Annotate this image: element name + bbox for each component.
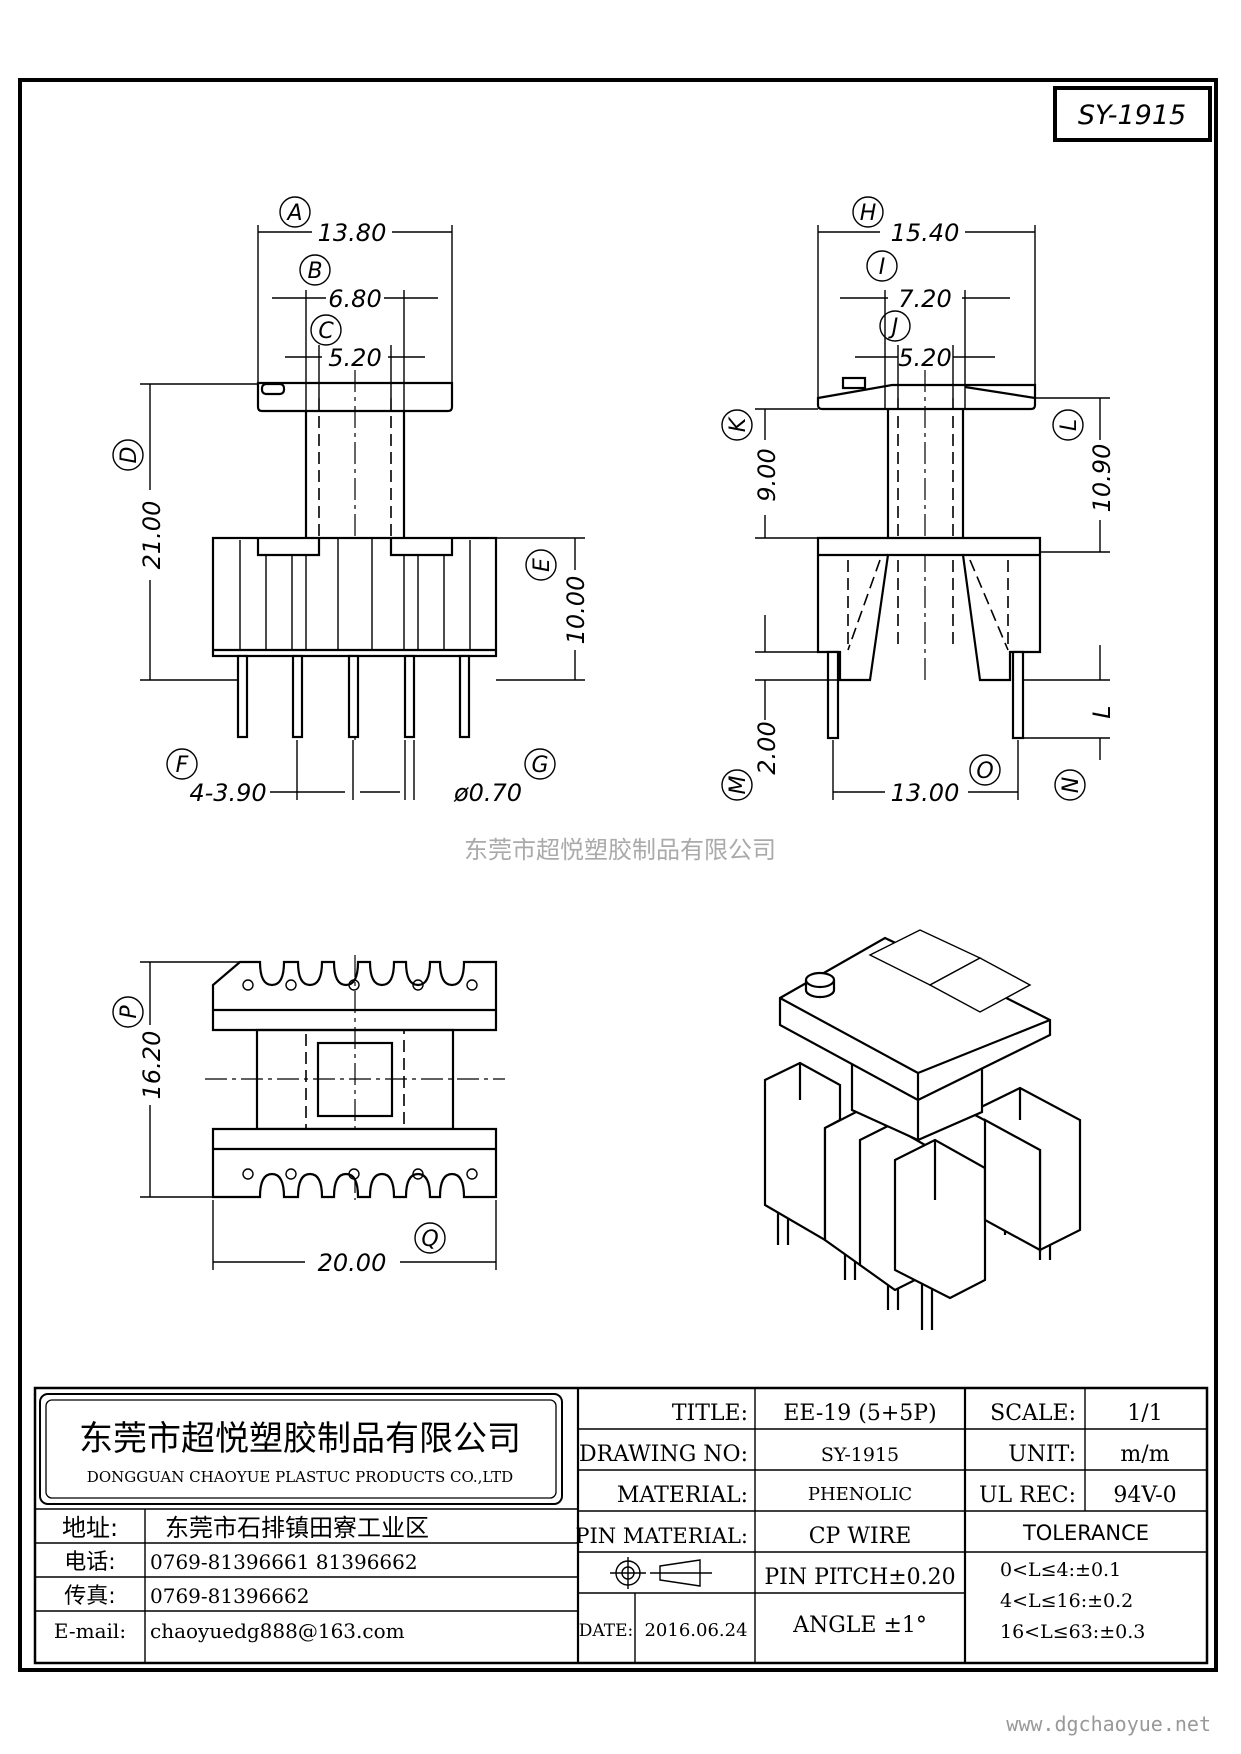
angle-tolerance: ANGLE ±1° bbox=[792, 1613, 927, 1638]
material-value: PHENOLIC bbox=[808, 1484, 912, 1505]
email-label: E-mail: bbox=[54, 1619, 126, 1643]
dim-A-value: 13.80 bbox=[318, 219, 387, 247]
dim-F-letter: F bbox=[176, 753, 189, 778]
email-value: chaoyuedg888@163.com bbox=[150, 1619, 405, 1643]
side-view: H 15.40 I 7.20 J 5.20 K 9.00 L 10.90 M 2… bbox=[721, 196, 1116, 807]
dim-Q-value: 20.00 bbox=[318, 1249, 387, 1277]
phone-label: 电话: bbox=[64, 1550, 115, 1575]
dim-C-value: 5.20 bbox=[328, 344, 381, 372]
top-view: P 16.20 Q 20.00 bbox=[112, 955, 505, 1277]
drawing-no-label: DRAWING NO: bbox=[579, 1442, 748, 1467]
scale-label: SCALE: bbox=[990, 1401, 1076, 1426]
dim-M-letter: M bbox=[726, 775, 751, 794]
dim-C-letter: C bbox=[318, 319, 334, 344]
dim-K-value: 9.00 bbox=[753, 448, 781, 501]
company-name-en: DONGGUAN CHAOYUE PLASTUC PRODUCTS CO.,LT… bbox=[87, 1468, 513, 1486]
pin-pitch: PIN PITCH±0.20 bbox=[764, 1565, 955, 1590]
dim-P-letter: P bbox=[117, 1005, 142, 1019]
front-view: A 13.80 B 6.80 C 5.20 D 21.00 E 10.00 F … bbox=[112, 196, 590, 807]
dim-D-value: 21.00 bbox=[138, 501, 166, 570]
dim-J-letter: J bbox=[888, 315, 899, 340]
date-value: 2016.06.24 bbox=[644, 1620, 747, 1641]
projection-symbol bbox=[610, 1557, 712, 1589]
isometric-view bbox=[763, 929, 1082, 1330]
pin-material-label: PIN MATERIAL: bbox=[575, 1524, 748, 1548]
phone-value: 0769-81396661 81396662 bbox=[150, 1550, 418, 1574]
dim-D-letter: D bbox=[117, 447, 142, 464]
dim-L-value: 10.90 bbox=[1088, 444, 1116, 513]
pin-material-value: CP WIRE bbox=[809, 1524, 912, 1549]
dim-N-value: L bbox=[1088, 705, 1116, 718]
dim-B-letter: B bbox=[307, 259, 322, 284]
address-value: 东莞市石排镇田寮工业区 bbox=[165, 1514, 429, 1542]
part-code: SY-1915 bbox=[1078, 100, 1186, 131]
dim-F-value: 4-3.90 bbox=[189, 779, 266, 807]
tolerance-row-2: 4<L≤16:±0.2 bbox=[1000, 1590, 1133, 1612]
dim-H-letter: H bbox=[860, 201, 877, 226]
drawing-no-value: SY-1915 bbox=[821, 1444, 899, 1466]
ul-rec-label: UL REC: bbox=[979, 1483, 1076, 1508]
website-url: www.dgchaoyue.net bbox=[1006, 1712, 1211, 1736]
dim-N-letter: N bbox=[1059, 777, 1084, 793]
dim-O-value: 13.00 bbox=[891, 779, 960, 807]
unit-value: m/m bbox=[1120, 1442, 1169, 1467]
dim-H-value: 15.40 bbox=[891, 219, 960, 247]
fax-label: 传真: bbox=[64, 1584, 115, 1609]
dim-L-letter: L bbox=[1057, 419, 1082, 431]
part-code-box: SY-1915 bbox=[1053, 86, 1212, 142]
tolerance-row-1: 0<L≤4:±0.1 bbox=[1000, 1559, 1121, 1581]
scale-value: 1/1 bbox=[1127, 1401, 1162, 1426]
dim-J-value: 5.20 bbox=[898, 344, 951, 372]
unit-label: UNIT: bbox=[1008, 1442, 1076, 1467]
dim-P-value: 16.20 bbox=[138, 1031, 166, 1100]
dim-G-value: ø0.70 bbox=[453, 779, 522, 807]
title-value: EE-19 (5+5P) bbox=[783, 1401, 936, 1426]
ul-rec-value: 94V-0 bbox=[1113, 1483, 1176, 1508]
dim-E-value: 10.00 bbox=[562, 576, 590, 645]
dim-E-letter: E bbox=[530, 558, 555, 572]
tolerance-row-3: 16<L≤63:±0.3 bbox=[1000, 1621, 1145, 1643]
dim-M-value: 2.00 bbox=[753, 721, 781, 774]
address-label: 地址: bbox=[62, 1514, 118, 1542]
dim-A-letter: A bbox=[285, 201, 302, 226]
dim-O-letter: O bbox=[976, 759, 993, 784]
title-block: 东莞市超悦塑胶制品有限公司 DONGGUAN CHAOYUE PLASTUC P… bbox=[33, 1386, 1209, 1665]
dim-K-letter: K bbox=[726, 416, 751, 432]
date-label: DATE: bbox=[579, 1621, 633, 1641]
watermark: 东莞市超悦塑胶制品有限公司 bbox=[464, 836, 776, 864]
fax-value: 0769-81396662 bbox=[150, 1584, 309, 1608]
title-label: TITLE: bbox=[672, 1401, 748, 1426]
dim-G-letter: G bbox=[531, 753, 548, 778]
dim-I-letter: I bbox=[879, 255, 886, 280]
dim-I-value: 7.20 bbox=[898, 285, 951, 313]
company-name-cn: 东莞市超悦塑胶制品有限公司 bbox=[79, 1419, 521, 1459]
material-label: MATERIAL: bbox=[617, 1483, 748, 1508]
dim-B-value: 6.80 bbox=[328, 285, 381, 313]
tolerance-label: TOLERANCE bbox=[1022, 1521, 1149, 1545]
sheet-border bbox=[18, 78, 1218, 1672]
dim-Q-letter: Q bbox=[421, 1227, 438, 1252]
